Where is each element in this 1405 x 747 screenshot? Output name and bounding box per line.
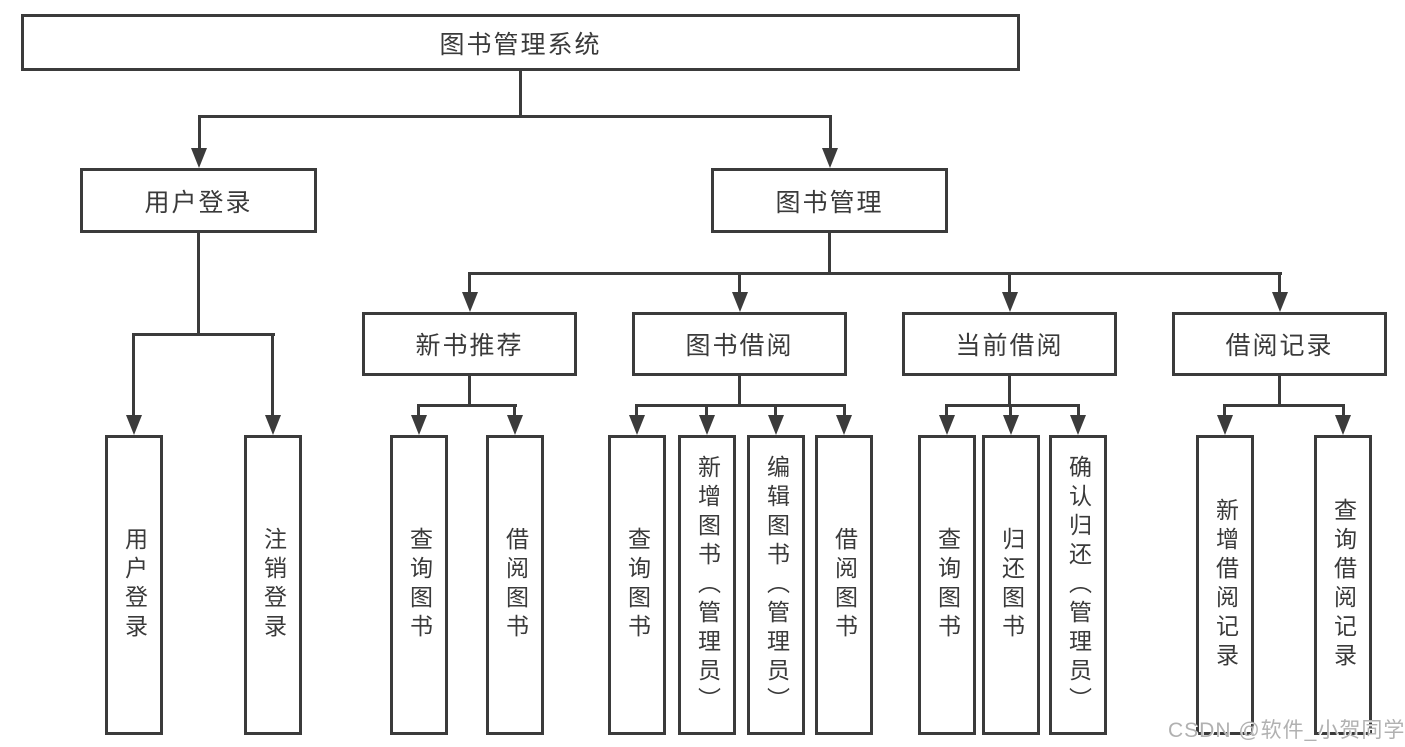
connector-leaf-tail (945, 404, 948, 417)
connector-leaf-tail (705, 404, 708, 417)
connector-leaf-tail (635, 404, 638, 417)
connector-leaf-tail (271, 333, 274, 417)
node-leaf-query-borrow-record: 查询借阅记录 (1314, 435, 1372, 735)
arrow-down-icon (191, 148, 207, 168)
connector-current-borrow-stem (1008, 376, 1011, 407)
node-current-borrowing: 当前借阅 (902, 312, 1117, 376)
node-user-login: 用户登录 (80, 168, 317, 233)
connector-leaf-tail (1009, 404, 1012, 417)
connector-leaf-tail (1077, 404, 1080, 417)
connector-current-borrow-tail (1008, 272, 1011, 294)
connector-leaf-tail (1223, 404, 1226, 417)
connector-user-login-stem (197, 233, 200, 336)
connector-leaf-tail (417, 404, 420, 417)
node-leaf-user-login: 用户登录 (105, 435, 163, 735)
connector-new-books-stem (468, 376, 471, 407)
arrow-down-icon (939, 415, 955, 435)
node-book-management: 图书管理 (711, 168, 948, 233)
connector-new-books-tail (468, 272, 471, 294)
arrow-down-icon (462, 292, 478, 312)
node-leaf-query-books-current: 查询图书 (918, 435, 976, 735)
connector-user-login-tail (198, 115, 201, 148)
connector-leaf-tail (774, 404, 777, 417)
arrow-down-icon (1003, 415, 1019, 435)
node-new-book-recommend: 新书推荐 (362, 312, 577, 376)
arrow-down-icon (507, 415, 523, 435)
node-leaf-logout: 注销登录 (244, 435, 302, 735)
node-book-borrowing: 图书借阅 (632, 312, 847, 376)
arrow-down-icon (1002, 292, 1018, 312)
arrow-down-icon (699, 415, 715, 435)
connector-user-login-rail (132, 333, 275, 336)
arrow-down-icon (629, 415, 645, 435)
arrow-down-icon (732, 292, 748, 312)
csdn-watermark: CSDN @软件_小贺同学 (1168, 719, 1405, 742)
arrow-down-icon (1335, 415, 1351, 435)
arrow-down-icon (1217, 415, 1233, 435)
connector-book-mgmt-rail (468, 272, 1282, 275)
node-leaf-add-books-admin: 新增图书（管理员） (678, 435, 736, 735)
connector-borrow-records-stem (1278, 376, 1281, 407)
node-leaf-confirm-return-admin: 确认归还（管理员） (1049, 435, 1107, 735)
connector-book-mgmt-stem (828, 233, 831, 275)
arrow-down-icon (768, 415, 784, 435)
connector-root-rail (198, 115, 832, 118)
connector-root-stem (519, 71, 522, 118)
connector-leaf-tail (513, 404, 516, 417)
node-leaf-borrow-books-recommend: 借阅图书 (486, 435, 544, 735)
node-leaf-return-books: 归还图书 (982, 435, 1040, 735)
arrow-down-icon (126, 415, 142, 435)
connector-current-borrow-rail (945, 404, 1080, 407)
node-leaf-query-books-recommend: 查询图书 (390, 435, 448, 735)
node-root-library-system: 图书管理系统 (21, 14, 1020, 71)
connector-book-borrow-rail (635, 404, 846, 407)
node-borrowing-records: 借阅记录 (1172, 312, 1387, 376)
connector-book-borrow-tail (738, 272, 741, 294)
connector-borrow-records-tail (1278, 272, 1281, 294)
connector-new-books-rail (417, 404, 517, 407)
arrow-down-icon (1070, 415, 1086, 435)
node-leaf-add-borrow-record: 新增借阅记录 (1196, 435, 1254, 735)
arrow-down-icon (265, 415, 281, 435)
node-leaf-edit-books-admin: 编辑图书（管理员） (747, 435, 805, 735)
connector-borrow-records-rail (1223, 404, 1345, 407)
connector-book-mgmt-tail (829, 115, 832, 148)
arrow-down-icon (1272, 292, 1288, 312)
connector-leaf-tail (1342, 404, 1345, 417)
connector-leaf-tail (843, 404, 846, 417)
connector-book-borrow-stem (738, 376, 741, 407)
arrow-down-icon (836, 415, 852, 435)
arrow-down-icon (822, 148, 838, 168)
node-leaf-borrow-books: 借阅图书 (815, 435, 873, 735)
connector-leaf-tail (132, 333, 135, 417)
node-leaf-query-books-borrowing: 查询图书 (608, 435, 666, 735)
arrow-down-icon (411, 415, 427, 435)
